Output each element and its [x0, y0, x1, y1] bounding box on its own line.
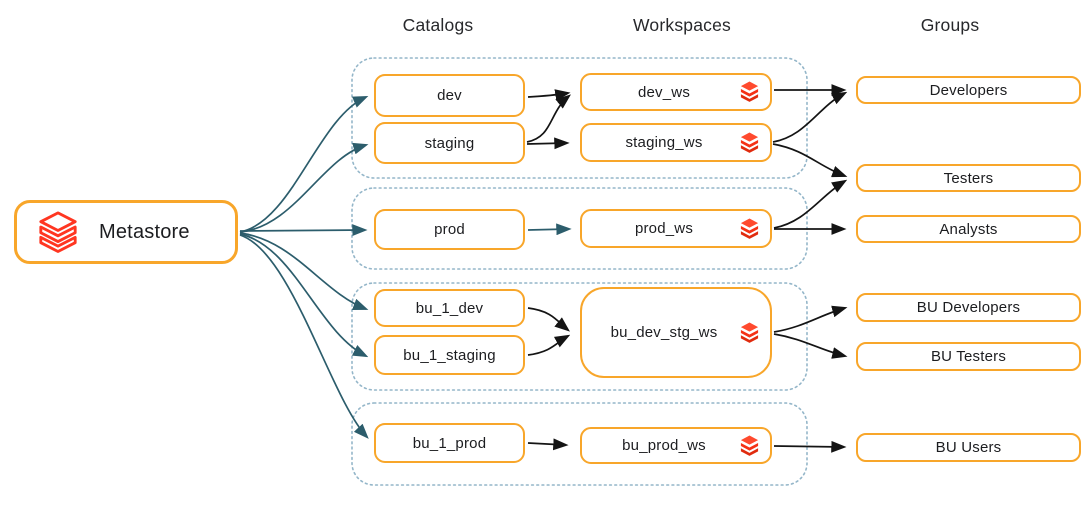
group-node-testers: Testers	[856, 164, 1081, 192]
column-header-groups: Groups	[920, 15, 980, 35]
databricks-icon	[740, 81, 759, 102]
flow-arrows	[526, 84, 848, 453]
workspace-node-dev-ws: dev_ws	[580, 73, 772, 111]
group-node-analysts: Analysts	[856, 215, 1081, 243]
workspace-node-bu-prod-ws: bu_prod_ws	[580, 427, 772, 464]
column-header-workspaces: Workspaces	[633, 15, 731, 35]
catalog-node-prod: prod	[374, 209, 525, 250]
databricks-icon	[740, 218, 759, 239]
catalog-node-staging: staging	[374, 122, 525, 164]
group-node-bu-testers: BU Testers	[856, 342, 1081, 371]
group-node-bu-developers: BU Developers	[856, 293, 1081, 322]
catalog-node-bu-1-prod: bu_1_prod	[374, 423, 525, 463]
databricks-icon	[740, 435, 759, 456]
catalog-node-bu-1-dev: bu_1_dev	[374, 289, 525, 327]
workspace-node-staging-ws: staging_ws	[580, 123, 772, 162]
metastore-label: Metastore	[99, 220, 190, 243]
databricks-outline-icon	[39, 211, 77, 253]
catalog-node-dev: dev	[374, 74, 525, 117]
metastore-arrows	[239, 95, 572, 439]
metastore-node: Metastore	[14, 200, 238, 264]
databricks-icon	[740, 132, 759, 153]
workspace-node-prod-ws: prod_ws	[580, 209, 772, 248]
databricks-icon	[740, 322, 759, 343]
column-header-catalogs: Catalogs	[402, 15, 474, 35]
catalog-node-bu-1-staging: bu_1_staging	[374, 335, 525, 375]
workspace-node-bu-dev-stg-ws: bu_dev_stg_ws	[580, 287, 772, 378]
group-node-developers: Developers	[856, 76, 1081, 104]
group-node-bu-users: BU Users	[856, 433, 1081, 462]
